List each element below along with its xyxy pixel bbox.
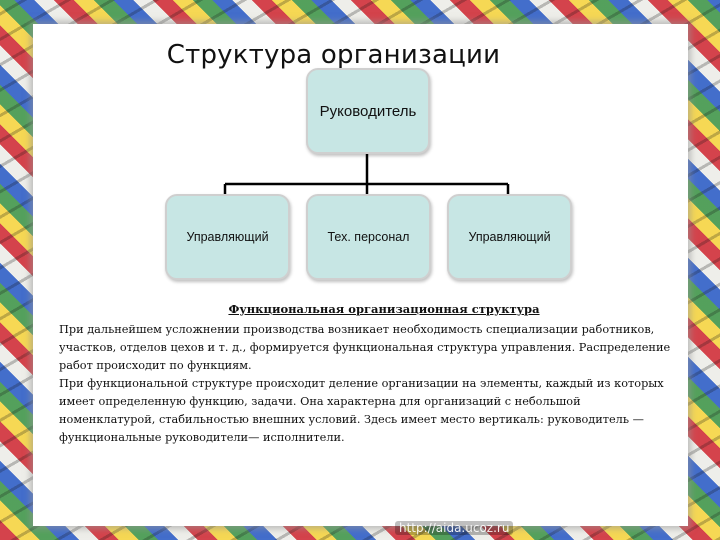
description-subtitle: Функциональная организационная структура	[228, 302, 540, 316]
node-child-label: Управляющий	[186, 230, 269, 244]
description-paragraph-2: При функциональной структуре происходит …	[59, 377, 664, 444]
node-root-label: Руководитель	[319, 102, 417, 120]
node-child-manager-1: Управляющий	[165, 194, 290, 280]
slide-title-text: Структура организации	[166, 40, 501, 70]
node-child-label: Тех. персонал	[327, 230, 410, 244]
node-root-manager: Руководитель	[306, 68, 430, 154]
description-block: Функциональная организационная структура…	[59, 300, 679, 447]
node-child-tech-staff: Тех. персонал	[306, 194, 431, 280]
org-chart-connectors	[223, 152, 510, 194]
description-paragraph-1: При дальнейшем усложнении производства в…	[59, 323, 671, 372]
node-child-label: Управляющий	[468, 230, 551, 244]
slide-title: Структура организации	[33, 40, 688, 70]
watermark-url: http://aida.ucoz.ru	[395, 521, 514, 535]
slide: Структура организации Руководитель Управ…	[33, 24, 688, 526]
node-child-manager-2: Управляющий	[447, 194, 572, 280]
